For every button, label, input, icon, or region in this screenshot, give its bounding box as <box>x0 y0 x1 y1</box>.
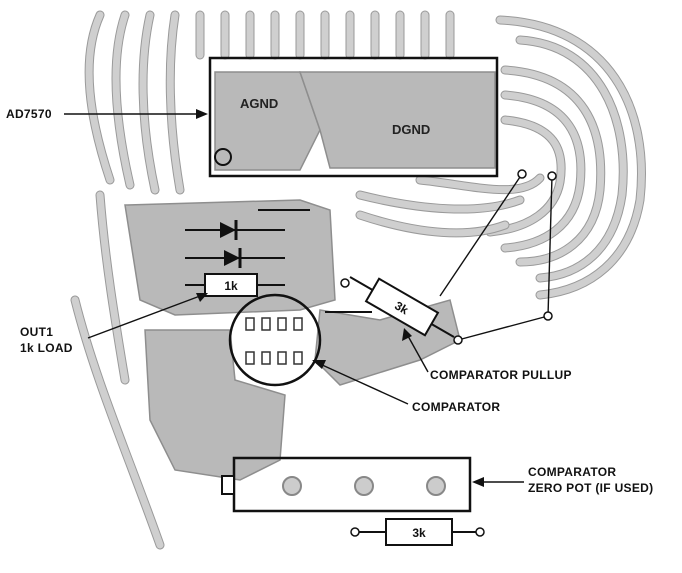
resistor-3k-pullup-label: 3k <box>392 298 411 317</box>
pullup-wire-3 <box>457 315 549 341</box>
pin1-marker <box>214 148 232 166</box>
comparator-ic <box>228 293 322 387</box>
zero-pot-label-2: ZERO POT (IF USED) <box>528 481 653 495</box>
resistor-3k-bottom: 3k <box>350 518 485 546</box>
pullup-wire-2 <box>547 175 553 317</box>
zero-pot-label-1: COMPARATOR <box>528 465 616 479</box>
resistor-3k-bottom-label: 3k <box>412 526 426 540</box>
diode-upper <box>185 220 285 240</box>
callout-out1: OUT1 1k LOAD <box>20 293 208 355</box>
pcb-traces-right <box>355 15 646 300</box>
out1-load-label: 1k LOAD <box>20 341 73 355</box>
ad7570-label: AD7570 <box>6 107 52 121</box>
resistor-1k-label: 1k <box>224 279 238 293</box>
ic-outline <box>208 56 499 178</box>
callout-comparator-pullup: COMPARATOR PULLUP <box>402 328 572 382</box>
out1-label: OUT1 <box>20 325 53 339</box>
pullup-wire-1 <box>439 173 523 297</box>
callout-zero-pot: COMPARATOR ZERO POT (IF USED) <box>472 465 653 495</box>
comparator-pullup-label: COMPARATOR PULLUP <box>430 368 572 382</box>
callout-comparator: COMPARATOR <box>312 360 500 414</box>
diode-lower <box>185 248 285 268</box>
dgnd-plane <box>298 71 496 169</box>
zero-pot <box>221 456 472 513</box>
ground-planes <box>124 71 496 481</box>
comparator-label: COMPARATOR <box>412 400 500 414</box>
resistor-1k: 1k <box>185 273 285 297</box>
pcb-traces-left <box>70 10 455 550</box>
agnd-label: AGND <box>240 96 278 111</box>
callout-ad7570: AD7570 <box>6 107 208 121</box>
dgnd-label: DGND <box>392 122 430 137</box>
resistor-3k-pullup: 3k <box>349 276 455 338</box>
ad7570-ic: AGND DGND <box>208 56 499 178</box>
